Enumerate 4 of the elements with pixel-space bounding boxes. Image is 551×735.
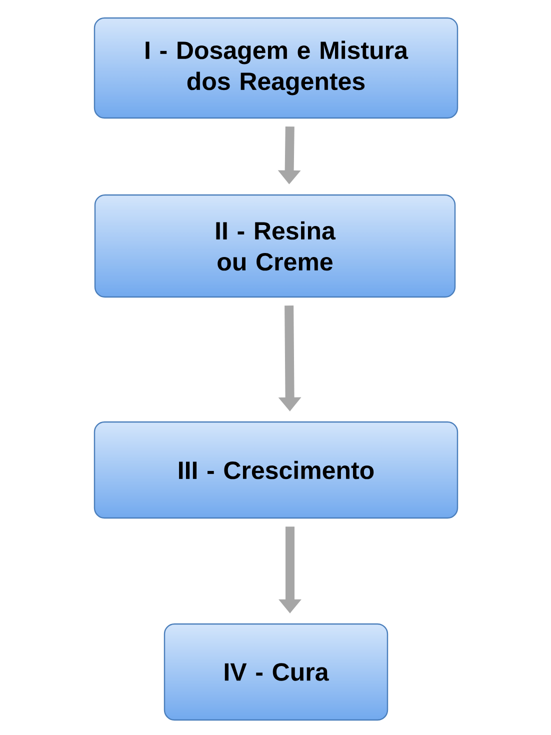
process-box: II - Resina ou Creme <box>94 194 456 298</box>
process-box: IV - Cura <box>164 623 388 721</box>
process-box: I - Dosagem e Mistura dos Reagentes <box>94 17 458 119</box>
process-box: III - Crescimento <box>94 421 458 519</box>
